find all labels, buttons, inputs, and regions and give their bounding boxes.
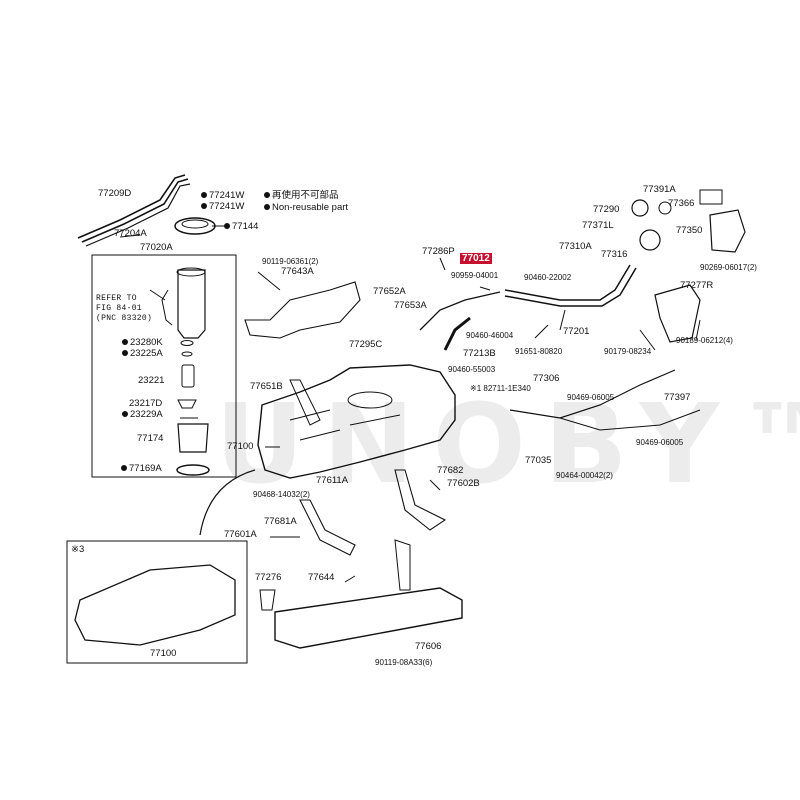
part-77371L[interactable]: 77371L [582,220,614,231]
part-77601A[interactable]: 77601A [224,529,257,540]
part-82711-1E340[interactable]: ※1 82711-1E340 [470,384,531,393]
part-90269-06017[interactable]: 90269-06017(2) [700,263,757,272]
part-90179-08234[interactable]: 90179-08234 [604,347,652,356]
part-90119-08A33[interactable]: 90119-08A33(6) [375,658,433,667]
part-77681A[interactable]: 77681A [264,516,297,527]
filler-pipe-shape [504,264,631,301]
part-90460-55003[interactable]: 90460-55003 [448,365,496,374]
part-77397[interactable]: 77397 [664,392,691,403]
part-23229A[interactable]: 23229A [122,409,163,420]
refer-line-3: (PNC 83320) [96,314,153,323]
part-77204A[interactable]: 77204A [114,228,147,239]
part-77277R[interactable]: 77277R [680,280,714,291]
part-90189-06212[interactable]: 90189-06212(4) [676,336,733,345]
part-77290[interactable]: 77290 [593,204,620,215]
inset-tank-label: 77100 [150,648,177,659]
part-77174[interactable]: 77174 [137,433,164,444]
part-77643A[interactable]: 77643A [281,266,314,277]
bracket-shape [244,281,361,339]
part-77241W-a[interactable]: 77241W [201,190,244,201]
part-77286P[interactable]: 77286P [422,246,455,257]
part-77213B[interactable]: 77213B [463,348,496,359]
part-91651-80820[interactable]: 91651-80820 [515,347,563,356]
part-77035[interactable]: 77035 [525,455,552,466]
legend-non-reusable-jp: 再使用不可部品 [264,190,339,201]
part-23225A[interactable]: 23225A [122,348,163,359]
part-23221[interactable]: 23221 [138,375,165,386]
refer-line-1: REFER TO [96,294,137,303]
inset-box [66,540,248,664]
part-77651B[interactable]: 77651B [250,381,283,392]
part-90460-22002[interactable]: 90460-22002 [524,273,572,282]
part-77653A[interactable]: 77653A [394,300,427,311]
strainer-shape [177,423,209,453]
part-77316[interactable]: 77316 [601,249,628,260]
part-77652A[interactable]: 77652A [373,286,406,297]
part-77020A[interactable]: 77020A [140,242,173,253]
pump-module-shape [177,269,206,339]
fuel-door-shape [709,209,746,253]
fuel-line-shape [77,174,186,239]
part-77602B[interactable]: 77602B [447,478,480,489]
part-77644[interactable]: 77644 [308,572,335,583]
part-77295C[interactable]: 77295C [349,339,383,350]
pump-assembly-box [91,254,237,478]
part-77144[interactable]: 77144 [224,221,258,232]
part-77306[interactable]: 77306 [533,373,560,384]
part-90959-04001[interactable]: 90959-04001 [451,271,499,280]
part-90460-46004[interactable]: 90460-46004 [466,331,514,340]
part-90468-14032[interactable]: 90468-14032(2) [253,490,310,499]
part-77169A[interactable]: 77169A [121,463,162,474]
part-77201[interactable]: 77201 [563,326,590,337]
fuel-tank-shape [257,364,456,479]
part-77241W-b[interactable]: 77241W [201,201,244,212]
inset-mark: ※3 [71,544,85,555]
watermark: UNOBY™ [215,380,800,508]
part-77606[interactable]: 77606 [415,641,442,652]
part-77682[interactable]: 77682 [437,465,464,476]
part-90119-06361[interactable]: 90119-06361(2) [262,257,319,266]
part-77209D[interactable]: 77209D [98,188,132,199]
part-77100[interactable]: 77100 [227,441,254,452]
part-90469-06005-b[interactable]: 90469-06005 [636,438,684,447]
part-90469-06005-a[interactable]: 90469-06005 [567,393,615,402]
vent-tube-shape [509,369,676,419]
part-77391A[interactable]: 77391A [643,184,676,195]
part-77350[interactable]: 77350 [676,225,703,236]
part-77276[interactable]: 77276 [255,572,282,583]
part-90464-00042[interactable]: 90464-00042(2) [556,471,613,480]
part-77012-highlighted[interactable]: 77012 [460,253,492,264]
part-23280K[interactable]: 23280K [122,337,163,348]
part-23217D[interactable]: 23217D [129,398,163,409]
part-77310A[interactable]: 77310A [559,241,592,252]
refer-line-2: FIG 84-01 [96,304,142,313]
skid-plate-shape [274,587,463,649]
part-77366[interactable]: 77366 [668,198,695,209]
legend-non-reusable-en: Non-reusable part [264,202,348,213]
part-77611A[interactable]: 77611A [316,475,349,486]
